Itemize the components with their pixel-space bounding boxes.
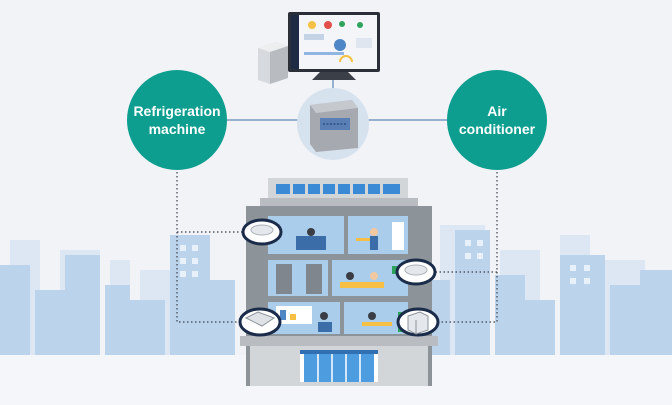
floor-1 <box>268 302 408 334</box>
four-way-cassette-icon <box>238 307 282 337</box>
air-conditioner-label-line1: Air <box>487 103 507 119</box>
refrigeration-machine-node: Refrigeration machine <box>127 70 227 170</box>
floor-3 <box>268 216 408 254</box>
refrigeration-label-line1: Refrigeration <box>133 103 220 119</box>
building <box>240 178 438 386</box>
air-conditioner-label-line2: conditioner <box>459 121 536 137</box>
monitoring-screen-icon <box>288 12 380 80</box>
ceiling-cassette-icon-right <box>395 258 437 286</box>
floor-2 <box>268 260 408 296</box>
city-skyline-front <box>0 230 672 360</box>
floor-standing-unit-icon <box>396 307 440 337</box>
ceiling-cassette-icon-top <box>241 218 283 246</box>
air-conditioner-node: Air conditioner <box>447 70 547 170</box>
central-controller-icon <box>297 88 369 160</box>
refrigeration-label-line2: machine <box>149 121 206 137</box>
server-icon <box>258 42 288 84</box>
dotted-leaders <box>176 168 498 323</box>
skyline-windows <box>180 240 590 284</box>
